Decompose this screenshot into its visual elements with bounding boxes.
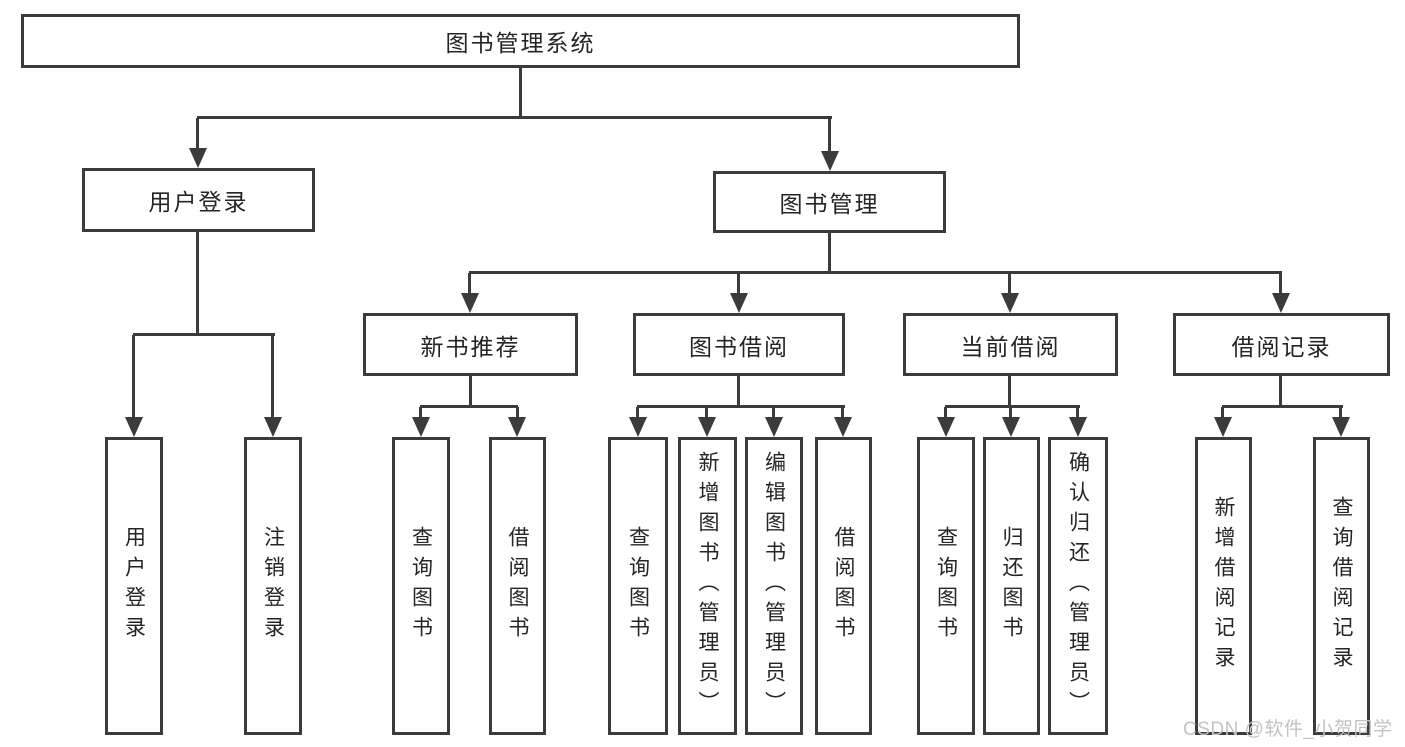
leaf-query-books-recommend-label: 查询图书	[409, 526, 433, 646]
connector-shaft	[737, 273, 740, 295]
arrowhead-icon	[125, 417, 143, 437]
leaf-user-login: 用户登录	[105, 437, 163, 735]
connector-shaft	[1076, 407, 1079, 420]
leaf-query-borrow-record-label: 查询借阅记录	[1330, 496, 1353, 676]
node-current-borrow: 当前借阅	[903, 313, 1118, 376]
connector-stem	[1008, 375, 1011, 408]
connector-shaft	[132, 335, 135, 419]
leaf-return-book-label: 归还图书	[1000, 526, 1023, 646]
node-user-login: 用户登录	[82, 168, 315, 232]
leaf-add-borrow-record: 新增借阅记录	[1195, 437, 1252, 735]
leaf-user-login-label: 用户登录	[122, 526, 146, 646]
arrowhead-icon	[821, 151, 839, 171]
leaf-add-book-admin: 新增图书（管理员）	[678, 437, 737, 735]
arrowhead-icon	[1001, 293, 1019, 313]
connector-shaft	[1009, 407, 1012, 420]
connector-shaft	[1339, 407, 1342, 420]
connector-shaft	[516, 407, 519, 420]
connector-stem	[469, 375, 472, 408]
connector-shaft	[772, 407, 775, 420]
leaf-add-book-admin-label: 新增图书（管理员）	[696, 451, 719, 721]
leaf-borrow-books: 借阅图书	[815, 437, 872, 735]
node-new-book-recommend-label: 新书推荐	[420, 333, 521, 360]
node-book-management: 图书管理	[713, 171, 946, 233]
arrowhead-icon	[730, 293, 748, 313]
leaf-edit-book-admin: 编辑图书（管理员）	[745, 437, 803, 735]
leaf-edit-book-admin-label: 编辑图书（管理员）	[762, 451, 786, 721]
arrowhead-icon	[1332, 417, 1350, 437]
connector-branch	[420, 405, 518, 408]
connector-stem	[1279, 375, 1282, 408]
node-root-label: 图书管理系统	[445, 30, 596, 56]
arrowhead-icon	[1272, 293, 1290, 313]
arrowhead-icon	[1069, 417, 1087, 437]
leaf-borrow-books-recommend-label: 借阅图书	[506, 526, 529, 646]
leaf-add-borrow-record-label: 新增借阅记录	[1212, 496, 1235, 676]
arrowhead-icon	[629, 417, 647, 437]
connector-shaft	[841, 407, 844, 420]
arrowhead-icon	[765, 417, 783, 437]
arrowhead-icon	[1214, 417, 1232, 437]
arrowhead-icon	[461, 293, 479, 313]
leaf-query-borrow-record: 查询借阅记录	[1313, 437, 1370, 735]
connector-shaft	[636, 407, 639, 420]
connector-branch	[133, 333, 275, 336]
leaf-confirm-return-admin-label: 确认归还（管理员）	[1066, 451, 1090, 721]
connector-stem	[196, 231, 199, 336]
leaf-borrow-books-label: 借阅图书	[832, 526, 855, 646]
node-current-borrow-label: 当前借阅	[960, 333, 1061, 360]
connector-shaft	[468, 273, 471, 295]
connector-branch	[945, 405, 1080, 408]
arrowhead-icon	[264, 417, 282, 437]
leaf-query-books-current: 查询图书	[917, 437, 975, 735]
arrowhead-icon	[189, 148, 207, 168]
leaf-query-books-recommend: 查询图书	[392, 437, 450, 735]
connector-shaft	[271, 335, 274, 419]
connector-shaft	[705, 407, 708, 420]
arrowhead-icon	[937, 417, 955, 437]
leaf-query-books-borrow-label: 查询图书	[626, 526, 650, 646]
connector-level2-branch	[197, 116, 832, 119]
node-borrow-records: 借阅记录	[1173, 313, 1390, 376]
connector-shaft	[196, 118, 199, 154]
leaf-logout-label: 注销登录	[261, 526, 285, 646]
node-root: 图书管理系统	[21, 14, 1020, 68]
connector-shaft	[944, 407, 947, 420]
connector-shaft	[1279, 273, 1282, 295]
node-book-borrow: 图书借阅	[633, 313, 845, 376]
arrowhead-icon	[834, 417, 852, 437]
connector-shaft	[1008, 273, 1011, 295]
leaf-confirm-return-admin: 确认归还（管理员）	[1048, 437, 1108, 735]
node-user-login-label: 用户登录	[148, 189, 249, 215]
leaf-query-books-borrow: 查询图书	[608, 437, 668, 735]
connector-level3-branch	[469, 271, 1282, 274]
connector-branch	[1222, 405, 1343, 408]
leaf-return-book: 归还图书	[983, 437, 1040, 735]
connector-root-stem	[519, 66, 522, 118]
arrowhead-icon	[1002, 417, 1020, 437]
arrowhead-icon	[508, 417, 526, 437]
node-borrow-records-label: 借阅记录	[1231, 333, 1332, 360]
connector-stem	[828, 232, 831, 274]
node-new-book-recommend: 新书推荐	[363, 313, 578, 376]
leaf-logout: 注销登录	[244, 437, 302, 735]
connector-shaft	[1221, 407, 1224, 420]
arrowhead-icon	[698, 417, 716, 437]
connector-shaft	[828, 118, 831, 156]
connector-stem	[737, 375, 740, 408]
connector-shaft	[419, 407, 422, 420]
connector-branch	[637, 405, 845, 408]
watermark: CSDN @软件_小贺同学	[1183, 719, 1393, 740]
leaf-query-books-current-label: 查询图书	[934, 526, 958, 646]
arrowhead-icon	[412, 417, 430, 437]
node-book-borrow-label: 图书借阅	[689, 333, 789, 360]
node-book-management-label: 图书管理	[779, 191, 880, 217]
leaf-borrow-books-recommend: 借阅图书	[489, 437, 546, 735]
